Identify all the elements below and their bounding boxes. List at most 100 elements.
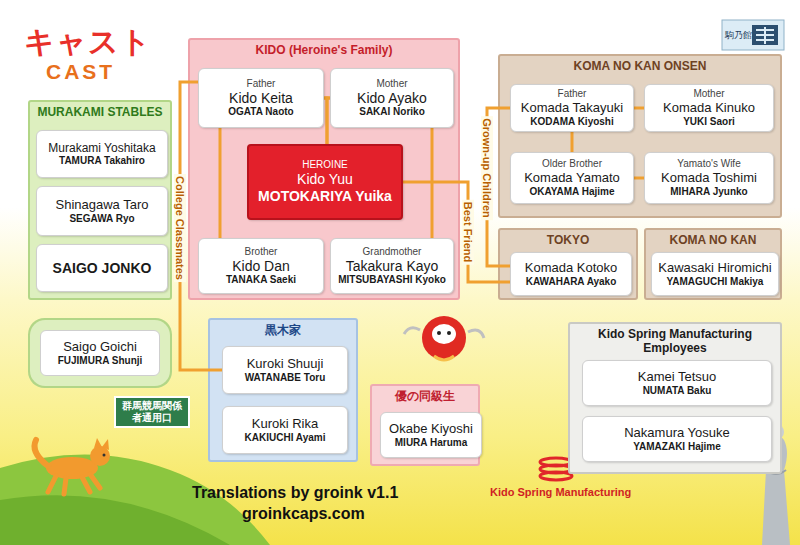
character-name: Kuroki Rika xyxy=(252,416,318,432)
cast-box: Kamei TetsuoNUMATA Baku xyxy=(582,360,772,406)
actor-name: OKAYAMA Hajime xyxy=(529,186,614,198)
relation-line xyxy=(403,182,510,282)
cast-box: Murakami YoshitakaTAMURA Takahiro xyxy=(36,130,168,178)
character-name: Komada Kotoko xyxy=(525,260,618,276)
actor-name: MIHARA Jyunko xyxy=(670,186,747,198)
actor-name: TANAKA Saeki xyxy=(226,274,296,286)
group-heading: MURAKAMI STABLES xyxy=(30,102,170,119)
title-heading: キャスト xyxy=(24,22,152,63)
group-heading: TOKYO xyxy=(500,230,636,247)
relation-line xyxy=(431,128,434,238)
character-name: Komada Kinuko xyxy=(663,100,755,116)
actor-name: TAMURA Takahiro xyxy=(59,155,145,167)
character-name: Takakura Kayo xyxy=(346,258,439,275)
relation-line xyxy=(634,177,644,180)
actor-name: SEGAWA Ryo xyxy=(69,213,134,225)
character-name: Kido Yuu xyxy=(297,171,353,188)
actor-name: KAWAHARA Ayako xyxy=(526,276,617,288)
cast-heading: CAST xyxy=(46,60,115,84)
actor-name: MIURA Haruma xyxy=(395,437,467,449)
actor-name: OGATA Naoto xyxy=(228,106,293,118)
character-name: Saigo Goichi xyxy=(63,339,137,355)
role-text: Brother xyxy=(245,246,278,258)
inn-sign-board xyxy=(722,20,784,50)
cast-box: Yamato's WifeKomada ToshimiMIHARA Jyunko xyxy=(644,152,774,204)
role-text: Older Brother xyxy=(542,158,602,170)
group-panel: Kido Spring Manufacturing EmployeesKamei… xyxy=(568,322,782,474)
character-name: Murakami Yoshitaka xyxy=(48,141,155,155)
group-heading: Kido Spring Manufacturing Employees xyxy=(570,324,780,355)
actor-name: KAKIUCHI Ayami xyxy=(245,432,326,444)
character-name: Kido Keita xyxy=(229,90,293,107)
character-name: Shinagawa Taro xyxy=(56,197,149,213)
role-text: Mother xyxy=(693,88,724,100)
relation-line xyxy=(571,132,574,152)
group-heading: 優の同級生 xyxy=(372,386,478,403)
role-text: Yamato's Wife xyxy=(677,158,740,170)
cast-box: Kawasaki HiromichiYAMAGUCHI Makiya xyxy=(651,252,779,296)
daruma-figure xyxy=(404,316,484,360)
role-text: Father xyxy=(247,78,276,90)
actor-name: YUKI Saori xyxy=(683,116,735,128)
character-name: Kido Ayako xyxy=(357,90,427,107)
actor-name: WATANABE Toru xyxy=(245,372,326,384)
relation-line xyxy=(219,128,222,238)
cast-box: MotherKomada KinukoYUKI Saori xyxy=(644,84,774,132)
actor-name: MOTOKARIYA Yuika xyxy=(258,188,392,205)
group-panel: TOKYO Komada KotokoKAWAHARA Ayako xyxy=(498,228,638,300)
credit-text: Translations by groink v1.1 xyxy=(192,484,398,502)
cast-box: Nakamura YosukeYAMAZAKI Hajime xyxy=(582,416,772,462)
actor-name: YAMAZAKI Hajime xyxy=(633,441,720,453)
group-heading: KOMA NO KAN ONSEN xyxy=(500,56,780,73)
gate-sign: 群馬競馬関係者通用口 xyxy=(114,396,190,428)
cast-box: FatherKomada TakayukiKODAMA Kiyoshi xyxy=(510,84,634,132)
green-hill xyxy=(0,495,230,545)
group-panel: 優の同級生 Okabe KiyoshiMIURA Haruma xyxy=(370,384,480,466)
actor-name: YAMAGUCHI Makiya xyxy=(667,276,764,288)
relation-label: Grown-up Children xyxy=(481,116,493,220)
company-logo-text: Kido Spring Manufacturing xyxy=(490,486,631,498)
character-name: Komada Toshimi xyxy=(661,170,757,186)
character-name: Kawasaki Hiromichi xyxy=(658,260,771,276)
actor-name: SAKAI Noriko xyxy=(359,106,425,118)
group-panel: KOMA NO KAN Kawasaki HiromichiYAMAGUCHI M… xyxy=(644,228,782,300)
cast-box: Okabe KiyoshiMIURA Haruma xyxy=(380,412,482,458)
character-name: Kuroki Shuuji xyxy=(247,356,324,372)
actor-name: NUMATA Baku xyxy=(643,385,712,397)
role-text: Mother xyxy=(376,78,407,90)
group-panel: MURAKAMI STABLES Murakami YoshitakaTAMURA… xyxy=(28,100,172,300)
character-name: Nakamura Yosuke xyxy=(624,425,730,441)
role-text: HEROINE xyxy=(302,159,348,171)
cast-box: MotherKido AyakoSAKAI Noriko xyxy=(330,68,454,128)
role-text: Grandmother xyxy=(363,246,422,258)
cast-box: Shinagawa TaroSEGAWA Ryo xyxy=(36,186,168,236)
cast-box: BrotherKido DanTANAKA Saeki xyxy=(198,238,324,294)
group-panel: KOMA NO KAN ONSEN FatherKomada TakayukiKO… xyxy=(498,54,782,218)
relation-label: College Classmates xyxy=(174,174,186,282)
group-heading: KOMA NO KAN xyxy=(646,230,780,247)
relation-line xyxy=(180,82,222,370)
character-name: Komada Yamato xyxy=(524,170,620,186)
fox-figure xyxy=(35,438,111,494)
actor-name: FUJIMURA Shunji xyxy=(58,355,143,367)
cast-box: Saigo GoichiFUJIMURA Shunji xyxy=(40,330,160,376)
relation-line xyxy=(634,107,644,110)
group-heading: 黒木家 xyxy=(210,320,356,337)
site-url: groinkcaps.com xyxy=(242,505,365,523)
cast-box: Kuroki ShuujiWATANABE Toru xyxy=(222,346,348,394)
cast-box: Komada KotokoKAWAHARA Ayako xyxy=(510,252,632,296)
character-name: Kido Dan xyxy=(232,258,290,275)
inn-sign: 駒乃館 xyxy=(725,29,752,42)
character-name: Okabe Kiyoshi xyxy=(389,421,473,437)
group-panel: KIDO (Heroine's Family) FatherKido KeitaO… xyxy=(188,38,460,300)
role-text: Father xyxy=(558,88,587,100)
cast-box: GrandmotherTakakura KayoMITSUBAYASHI Kyo… xyxy=(330,238,454,294)
group-panel: 黒木家 Kuroki ShuujiWATANABE ToruKuroki Rika… xyxy=(208,318,358,462)
cast-box: Older BrotherKomada YamatoOKAYAMA Hajime xyxy=(510,152,634,204)
cast-box: FatherKido KeitaOGATA Naoto xyxy=(198,68,324,128)
actor-name: MITSUBAYASHI Kyoko xyxy=(338,274,446,286)
character-name: Komada Takayuki xyxy=(521,100,623,116)
relation-line xyxy=(324,97,330,100)
group-heading: KIDO (Heroine's Family) xyxy=(190,40,458,57)
relation-line xyxy=(324,98,327,144)
